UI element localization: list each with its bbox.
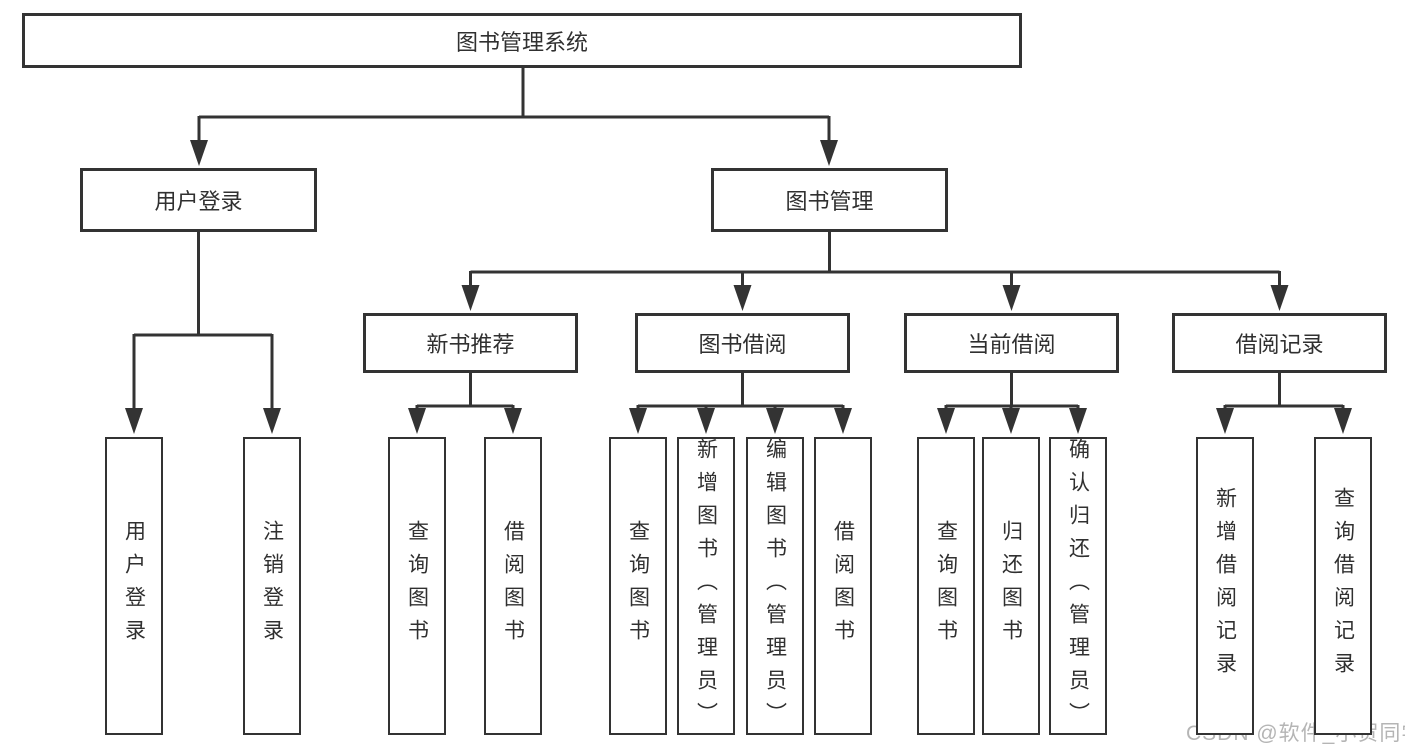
node-label: 注销登录	[260, 520, 284, 652]
leaf-logout: 注销登录	[243, 437, 301, 735]
node-label: 用户登录	[122, 520, 146, 652]
leaf-records-query-record: 查询借阅记录	[1314, 437, 1372, 735]
leaf-borrowing-borrow-books: 借阅图书	[814, 437, 872, 735]
leaf-records-add-record: 新增借阅记录	[1196, 437, 1254, 735]
arrowhead-icons	[125, 140, 1352, 434]
node-label: 确认归还（管理员）	[1066, 437, 1090, 735]
leaf-borrowing-edit-books-admin: 编辑图书（管理员）	[746, 437, 804, 735]
node-label: 归还图书	[999, 520, 1023, 652]
leaf-current-return-books: 归还图书	[982, 437, 1040, 735]
node-label: 用户登录	[154, 189, 243, 214]
leaf-borrowing-add-books-admin: 新增图书（管理员）	[677, 437, 735, 735]
node-label: 图书管理系统	[455, 29, 588, 55]
node-library-management-system: 图书管理系统	[22, 13, 1022, 68]
node-borrowing-records: 借阅记录	[1172, 313, 1387, 373]
node-label: 图书借阅	[698, 332, 787, 357]
node-new-book-recommend: 新书推荐	[363, 313, 578, 373]
node-label: 新增图书（管理员）	[694, 437, 718, 735]
node-label: 编辑图书（管理员）	[763, 437, 787, 735]
node-label: 查询图书	[626, 520, 650, 652]
node-label: 借阅图书	[501, 520, 525, 652]
leaf-user-login: 用户登录	[105, 437, 163, 735]
node-label: 借阅记录	[1235, 332, 1324, 357]
node-label: 图书管理	[785, 189, 874, 214]
node-label: 当前借阅	[967, 332, 1056, 357]
node-label: 新书推荐	[426, 332, 515, 357]
node-label: 查询借阅记录	[1331, 487, 1355, 685]
node-label: 新增借阅记录	[1213, 487, 1237, 685]
node-label: 借阅图书	[831, 520, 855, 652]
node-book-borrowing: 图书借阅	[635, 313, 850, 373]
node-label: 查询图书	[405, 520, 429, 652]
node-current-borrowing: 当前借阅	[904, 313, 1119, 373]
node-user-login: 用户登录	[80, 168, 317, 232]
leaf-current-query-books: 查询图书	[917, 437, 975, 735]
leaf-recommend-query-books: 查询图书	[388, 437, 446, 735]
leaf-recommend-borrow-books: 借阅图书	[484, 437, 542, 735]
leaf-borrowing-query-books: 查询图书	[609, 437, 667, 735]
node-label: 查询图书	[934, 520, 958, 652]
node-book-management: 图书管理	[711, 168, 948, 232]
leaf-current-confirm-return-admin: 确认归还（管理员）	[1049, 437, 1107, 735]
